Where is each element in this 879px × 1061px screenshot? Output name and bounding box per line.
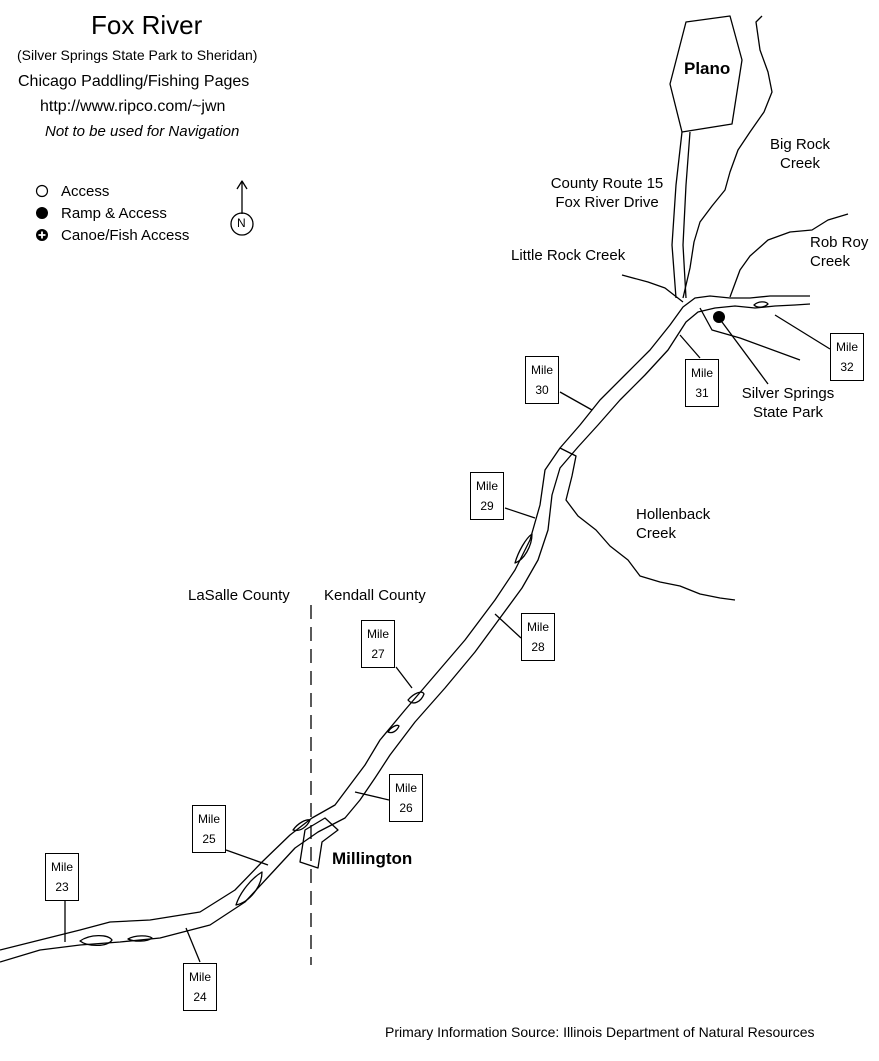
ramp-access-point bbox=[713, 311, 725, 323]
mile-number: 28 bbox=[531, 640, 545, 654]
label-little-rock-creek: Little Rock Creek bbox=[511, 247, 626, 264]
label-line: Creek bbox=[810, 253, 851, 270]
island bbox=[387, 724, 400, 734]
legend-item-ramp: Ramp & Access bbox=[35, 202, 189, 224]
state-park-creek bbox=[699, 307, 801, 361]
mile-word: Mile bbox=[394, 781, 417, 795]
label-kendall-county: Kendall County bbox=[324, 587, 426, 604]
source-credit: Primary Information Source: Illinois Dep… bbox=[385, 1024, 815, 1040]
island bbox=[514, 533, 533, 564]
mile-number: 23 bbox=[55, 880, 69, 894]
open-circle-icon bbox=[35, 184, 49, 198]
label-county-route: County Route 15 Fox River Drive bbox=[542, 174, 672, 212]
north-arrow-head bbox=[236, 180, 248, 190]
label-line: Fox River Drive bbox=[555, 194, 659, 211]
mile-marker-23: Mile 23 bbox=[45, 853, 79, 901]
leader-mile-26 bbox=[354, 791, 390, 801]
island bbox=[79, 934, 113, 947]
legend-item-access: Access bbox=[35, 180, 189, 202]
site-url[interactable]: http://www.ripco.com/~jwn bbox=[40, 98, 226, 115]
island bbox=[127, 935, 153, 942]
millington-outline bbox=[299, 817, 339, 869]
mile-marker-24: Mile 24 bbox=[183, 963, 217, 1011]
leader-mile-32 bbox=[774, 314, 831, 350]
mile-word: Mile bbox=[188, 970, 211, 984]
mile-number: 31 bbox=[695, 386, 709, 400]
island bbox=[407, 691, 425, 704]
legend-label: Access bbox=[61, 182, 110, 200]
mile-number: 27 bbox=[371, 647, 385, 661]
mile-marker-30: Mile 30 bbox=[525, 356, 559, 404]
mile-number: 24 bbox=[193, 990, 207, 1004]
plano-outline bbox=[669, 15, 743, 133]
label-line: Big Rock bbox=[769, 136, 831, 153]
island bbox=[292, 819, 311, 832]
mile-number: 25 bbox=[202, 832, 216, 846]
leader-mile-29 bbox=[504, 507, 536, 519]
label-lasalle-county: LaSalle County bbox=[188, 587, 290, 604]
map-subtitle: (Silver Springs State Park to Sheridan) bbox=[17, 47, 258, 63]
big-rock-creek bbox=[682, 15, 773, 299]
site-name: Chicago Paddling/Fishing Pages bbox=[18, 73, 250, 90]
disclaimer: Not to be used for Navigation bbox=[45, 123, 240, 140]
leader-silver-springs bbox=[721, 321, 769, 385]
label-line: Hollenback bbox=[636, 506, 711, 523]
leader-mile-28 bbox=[494, 613, 522, 639]
mile-word: Mile bbox=[366, 627, 389, 641]
mile-word: Mile bbox=[526, 620, 549, 634]
mile-marker-31: Mile 31 bbox=[685, 359, 719, 407]
legend-label: Ramp & Access bbox=[61, 204, 167, 222]
legend-item-canoe: Canoe/Fish Access bbox=[35, 224, 189, 246]
mile-marker-26: Mile 26 bbox=[389, 774, 423, 822]
mile-marker-27: Mile 27 bbox=[361, 620, 395, 668]
mile-marker-29: Mile 29 bbox=[470, 472, 504, 520]
river-south-bank bbox=[0, 303, 811, 963]
label-line: Silver Springs bbox=[741, 385, 835, 402]
label-silver-springs: Silver Springs State Park bbox=[730, 384, 846, 422]
mile-marker-25: Mile 25 bbox=[192, 805, 226, 853]
mile-word: Mile bbox=[475, 479, 498, 493]
mile-word: Mile bbox=[835, 340, 858, 354]
map-title: Fox River bbox=[91, 10, 203, 40]
island bbox=[235, 871, 263, 906]
river-north-bank bbox=[0, 295, 810, 951]
leader-mile-24 bbox=[185, 927, 201, 963]
little-rock-creek bbox=[621, 274, 684, 303]
mile-word: Mile bbox=[530, 363, 553, 377]
leader-mile-27 bbox=[395, 666, 413, 689]
island bbox=[753, 301, 769, 308]
label-hollenback-creek: Hollenback Creek bbox=[636, 505, 710, 543]
plus-circle-icon bbox=[36, 229, 48, 241]
town-millington: Millington bbox=[332, 849, 413, 868]
label-line: Creek bbox=[636, 525, 677, 542]
mile-marker-32: Mile 32 bbox=[830, 333, 864, 381]
label-line: Rob Roy bbox=[810, 234, 869, 251]
rob-roy-creek bbox=[729, 213, 849, 298]
legend-label: Canoe/Fish Access bbox=[61, 226, 190, 244]
leader-mile-31 bbox=[679, 334, 701, 359]
label-line: State Park bbox=[752, 404, 824, 421]
mile-number: 32 bbox=[840, 360, 854, 374]
mile-number: 26 bbox=[399, 801, 413, 815]
county-route-15 bbox=[671, 131, 691, 299]
filled-circle-icon bbox=[36, 207, 48, 219]
label-line: Creek bbox=[779, 155, 820, 172]
label-line: County Route 15 bbox=[550, 175, 664, 192]
mile-word: Mile bbox=[197, 812, 220, 826]
mile-word: Mile bbox=[50, 860, 73, 874]
leader-mile-30 bbox=[559, 391, 593, 411]
north-circle bbox=[230, 212, 254, 236]
label-big-rock-creek: Big Rock Creek bbox=[760, 135, 840, 173]
legend: Access Ramp & Access Canoe/Fish Access bbox=[35, 180, 189, 246]
hollenback-creek bbox=[559, 447, 736, 601]
label-rob-roy-creek: Rob Roy Creek bbox=[810, 233, 868, 271]
leader-mile-25 bbox=[225, 849, 269, 866]
mile-number: 29 bbox=[480, 499, 494, 513]
mile-word: Mile bbox=[690, 366, 713, 380]
north-label: N bbox=[237, 216, 246, 230]
mile-number: 30 bbox=[535, 383, 549, 397]
town-plano: Plano bbox=[684, 59, 731, 78]
mile-marker-28: Mile 28 bbox=[521, 613, 555, 661]
